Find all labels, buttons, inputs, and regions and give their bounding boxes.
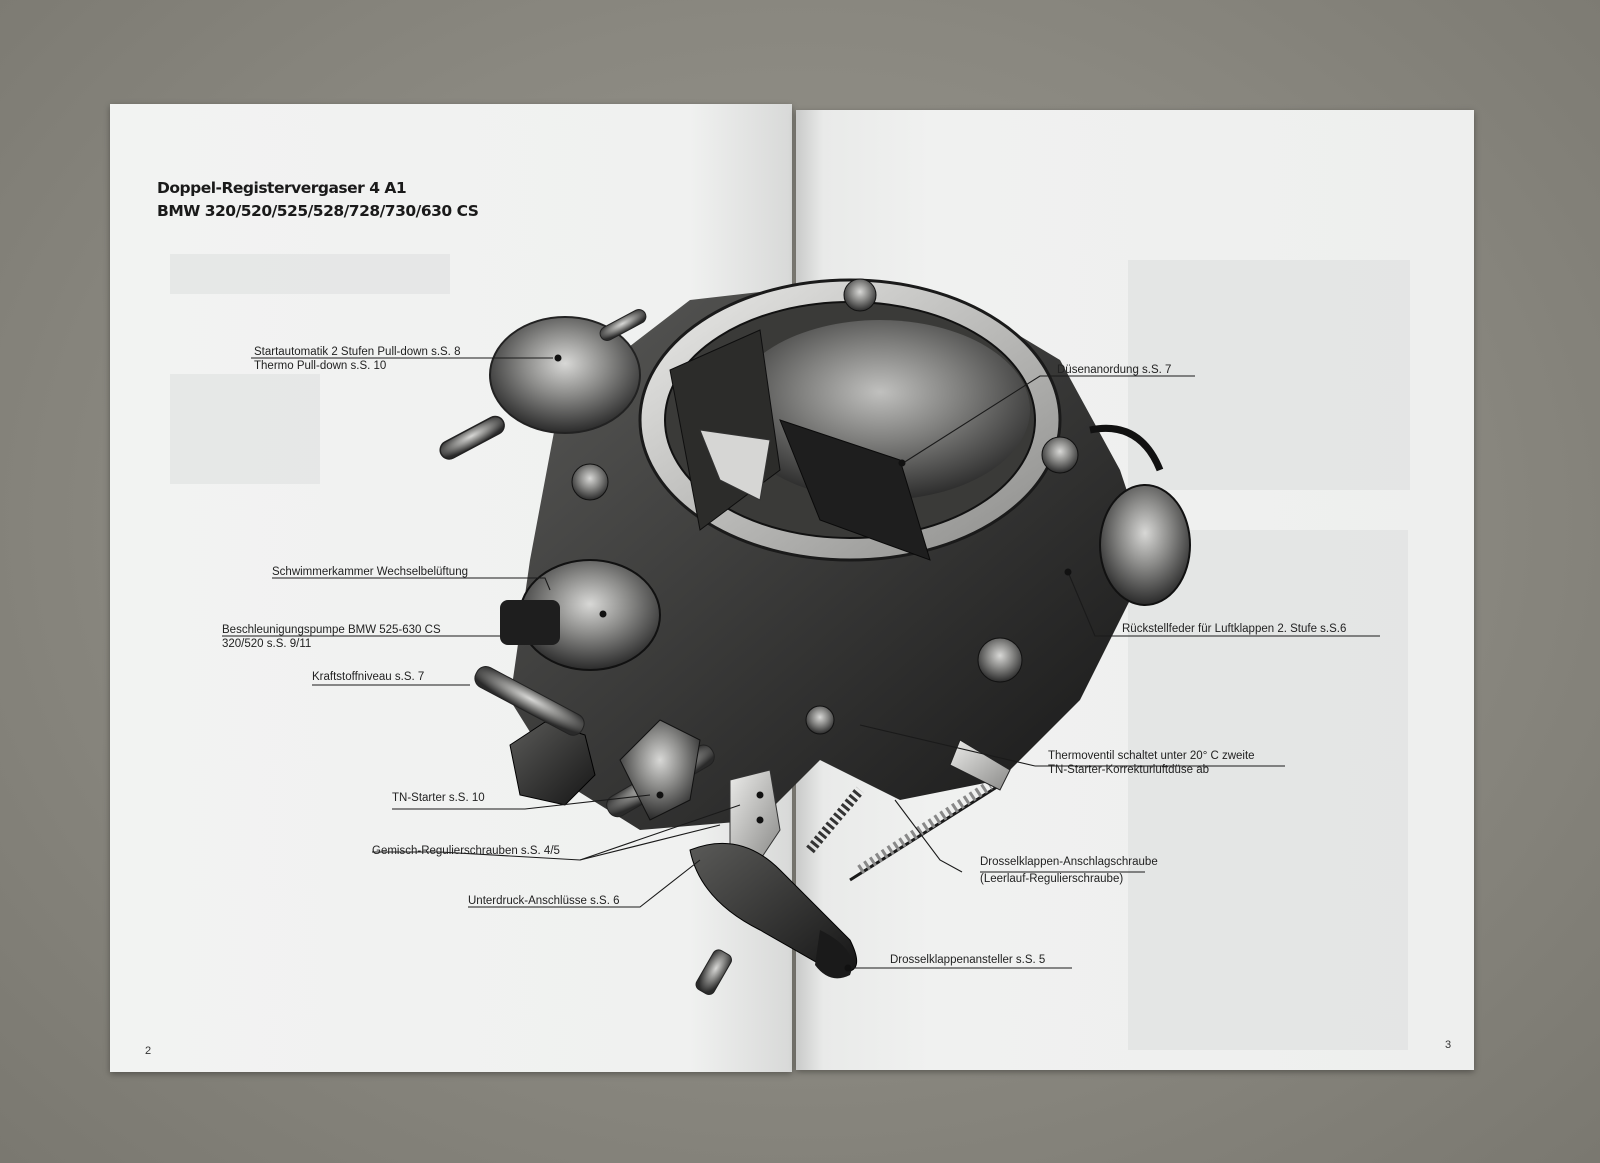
return-spring	[849, 780, 1001, 882]
label-subtext: Thermo Pull-down s.S. 10	[254, 359, 387, 372]
throttle-actuator	[689, 842, 858, 973]
throttle-linkage	[977, 637, 1023, 683]
show-through-image	[1128, 260, 1410, 490]
label-startautomatik: Startautomatik 2 Stufen Pull-down s.S. 8…	[254, 346, 460, 373]
linkage-plate	[699, 429, 771, 501]
mounting-boss	[843, 278, 877, 312]
label-subtext: TN-Starter-Korrekturluftdüse ab	[1048, 763, 1210, 776]
page-title: Doppel-Registervergaser 4 A1 BMW 320/520…	[157, 179, 479, 220]
vacuum-hose	[1089, 424, 1164, 472]
page-number-right: 3	[1445, 1039, 1452, 1051]
show-through-text	[170, 254, 450, 294]
right-page	[796, 110, 1474, 1070]
label-kraftstoffniveau: Kraftstoffniveau s.S. 7	[312, 671, 425, 683]
mounting-boss	[1041, 436, 1079, 474]
throttle-lever	[949, 739, 1011, 791]
label-tn-starter: TN-Starter s.S. 10	[392, 792, 485, 804]
label-text: Beschleunigungspumpe BMW 525-630 CS	[222, 624, 441, 636]
fuel-inlet-tube	[474, 666, 585, 736]
show-through-image	[1128, 530, 1408, 1050]
label-subtext: 320/520 s.S. 9/11	[222, 637, 312, 650]
label-unterdruck: Unterdruck-Anschlüsse s.S. 6	[468, 895, 620, 907]
label-drosselklappen-anschlag: Drosselklappen-Anschlagschraube (Leerlau…	[980, 856, 1158, 886]
actuator-stem	[695, 949, 732, 995]
label-gemisch: Gemisch-Regulierschrauben s.S. 4/5	[372, 845, 560, 857]
choke-housing	[489, 316, 641, 434]
adjust-screw	[805, 705, 835, 735]
label-beschleunigungspumpe: Beschleunigungspumpe BMW 525-630 CS 320/…	[222, 624, 441, 651]
tn-starter-body	[619, 719, 701, 821]
choke-tube	[439, 415, 505, 460]
mounting-boss	[571, 463, 609, 501]
label-text: Drosselklappen-Anschlagschraube	[980, 856, 1158, 868]
right-diaphragm	[1099, 484, 1191, 606]
page-number-left: 2	[145, 1045, 152, 1057]
show-through-text	[170, 374, 320, 484]
pump-cover	[500, 600, 560, 645]
linkage-plate	[729, 769, 781, 861]
leader-lines	[222, 357, 1380, 969]
label-drosselklappenansteller: Drosselklappenansteller s.S. 5	[890, 954, 1046, 966]
label-text: Thermoventil schaltet unter 20° C zweite	[1048, 750, 1255, 762]
label-schwimmerkammer: Schwimmerkammer Wechselbelüftung	[272, 566, 468, 578]
label-text: Startautomatik 2 Stufen Pull-down s.S. 8	[254, 346, 461, 358]
label-duesenanordung: Düsenanordung s.S. 7	[1057, 364, 1172, 376]
venturi-right	[779, 419, 931, 561]
actuator-tip	[815, 930, 852, 979]
title-line-2: BMW 320/520/525/528/728/730/630 CS	[157, 202, 479, 220]
throttle-spring	[806, 786, 864, 854]
callout-dots	[554, 354, 1072, 972]
label-rueckstellfeder: Rückstellfeder für Luftklappen 2. Stufe …	[1122, 623, 1347, 635]
title-line-1: Doppel-Registervergaser 4 A1	[157, 179, 407, 197]
label-thermoventil: Thermoventil schaltet unter 20° C zweite…	[1048, 750, 1255, 777]
choke-tube	[599, 309, 647, 341]
label-subtext: (Leerlauf-Regulierschraube)	[980, 872, 1124, 885]
